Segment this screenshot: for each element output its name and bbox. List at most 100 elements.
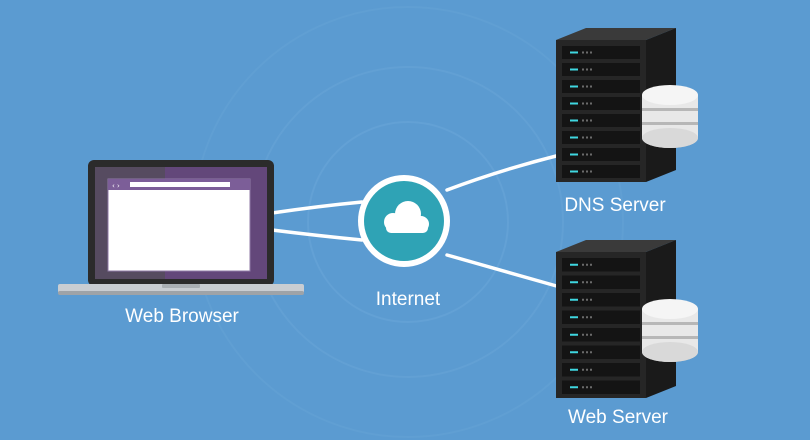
server-indicator [590, 51, 592, 54]
server-indicator [582, 333, 584, 336]
server-bay [562, 380, 640, 394]
server-bay [562, 165, 640, 178]
dns-server-label: DNS Server [564, 195, 666, 216]
server-indicator [586, 153, 588, 156]
server-indicator [590, 281, 592, 284]
server-indicator [586, 102, 588, 105]
internet-label: Internet [375, 289, 441, 310]
server-indicator [590, 263, 592, 266]
server-indicator [590, 298, 592, 301]
server-indicator [586, 119, 588, 122]
server-indicator [586, 386, 588, 389]
server-led-icon [570, 136, 578, 139]
web-server-label: Web Server [568, 407, 668, 428]
server-indicator [586, 368, 588, 371]
laptop-icon: ‹ › [58, 160, 304, 295]
server-indicator [590, 351, 592, 354]
server-bay [562, 293, 640, 307]
server-indicator [582, 368, 584, 371]
server-indicator [586, 51, 588, 54]
server-led-icon [570, 333, 578, 336]
server-led-icon [570, 263, 578, 266]
server-indicator [586, 333, 588, 336]
server-led-icon [570, 298, 578, 301]
server-bay [562, 310, 640, 324]
server-indicator [590, 68, 592, 71]
server-indicator [582, 68, 584, 71]
web-server-rack-icon [556, 240, 698, 398]
server-bay [562, 97, 640, 110]
server-bay [562, 328, 640, 342]
server-indicator [586, 298, 588, 301]
server-indicator [586, 263, 588, 266]
server-led-icon [570, 51, 578, 54]
server-led-icon [570, 102, 578, 105]
svg-text:‹ ›: ‹ › [112, 182, 120, 190]
server-indicator [582, 316, 584, 319]
server-led-icon [570, 368, 578, 371]
server-bay [562, 63, 640, 76]
background-rings [192, 6, 624, 438]
server-indicator [582, 263, 584, 266]
server-indicator [582, 119, 584, 122]
server-indicator [590, 333, 592, 336]
server-indicator [582, 281, 584, 284]
server-led-icon [570, 281, 578, 284]
server-indicator [582, 386, 584, 389]
web-server-slots [562, 258, 640, 394]
server-led-icon [570, 85, 578, 88]
server-bay [562, 258, 640, 272]
browser-window: ‹ › [107, 178, 251, 272]
server-indicator [590, 170, 592, 173]
server-indicator [586, 316, 588, 319]
server-led-icon [570, 351, 578, 354]
server-indicator [582, 153, 584, 156]
cloud-icon [358, 175, 450, 267]
server-bay [562, 345, 640, 359]
server-indicator [590, 85, 592, 88]
server-bay [562, 46, 640, 59]
server-indicator [582, 51, 584, 54]
server-led-icon [570, 170, 578, 173]
server-bay [562, 148, 640, 161]
server-indicator [582, 102, 584, 105]
server-indicator [590, 102, 592, 105]
link-browser-internet-bottom [270, 228, 364, 242]
server-indicator [590, 136, 592, 139]
dns-server-rack-icon [556, 28, 698, 182]
web-browser-label: Web Browser [125, 306, 239, 327]
server-indicator [586, 136, 588, 139]
server-led-icon [570, 386, 578, 389]
server-led-icon [570, 316, 578, 319]
server-indicator [582, 170, 584, 173]
server-indicator [590, 153, 592, 156]
server-indicator [590, 386, 592, 389]
server-bay [562, 131, 640, 144]
server-indicator [586, 170, 588, 173]
connections [270, 153, 562, 289]
server-indicator [590, 368, 592, 371]
server-indicator [586, 85, 588, 88]
server-indicator [582, 85, 584, 88]
server-indicator [586, 351, 588, 354]
server-bay [562, 363, 640, 377]
server-led-icon [570, 68, 578, 71]
server-bay [562, 80, 640, 93]
link-browser-internet-top [270, 200, 364, 215]
web-database-icon [642, 299, 698, 362]
dns-server-slots [562, 46, 640, 178]
server-indicator [586, 68, 588, 71]
server-led-icon [570, 153, 578, 156]
server-indicator [590, 119, 592, 122]
server-bay [562, 275, 640, 289]
server-led-icon [570, 119, 578, 122]
server-indicator [582, 136, 584, 139]
server-indicator [586, 281, 588, 284]
link-internet-dns [445, 153, 562, 192]
server-bay [562, 114, 640, 127]
server-indicator [582, 351, 584, 354]
server-indicator [590, 316, 592, 319]
server-indicator [582, 298, 584, 301]
